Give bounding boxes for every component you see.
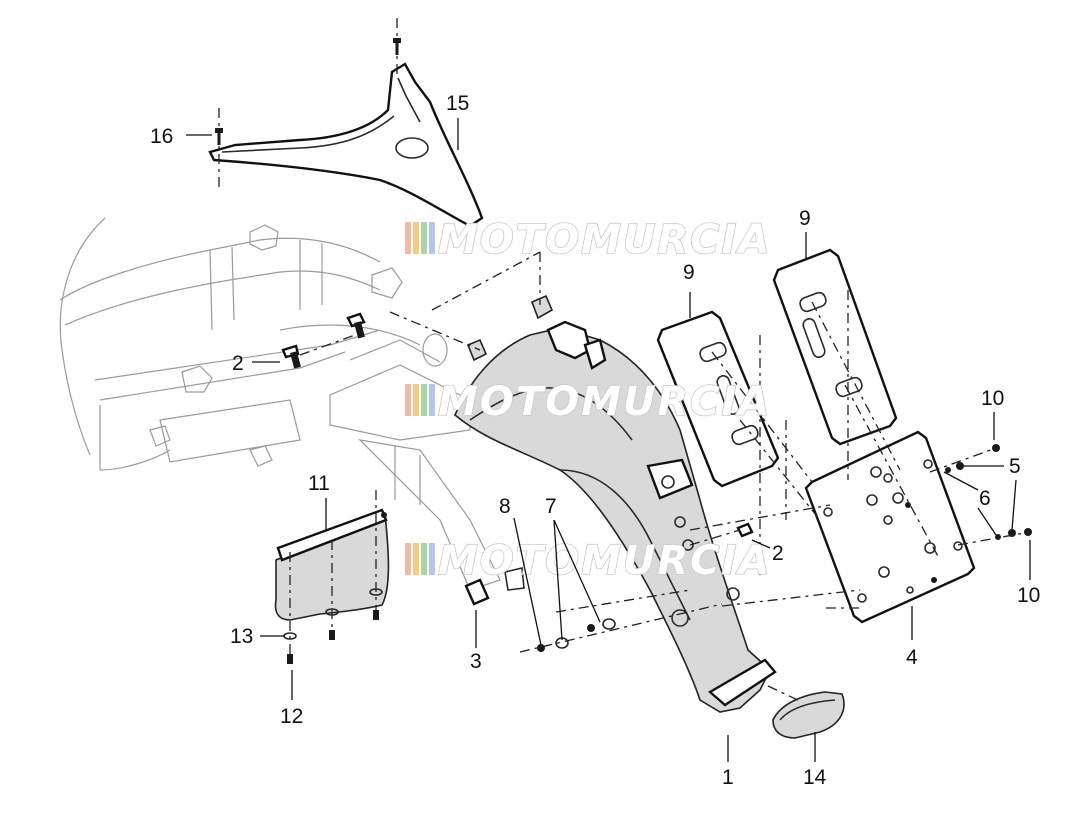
parts-7-8-fasteners bbox=[519, 589, 723, 653]
label-6: 6 bbox=[979, 487, 991, 510]
label-10-bottom: 10 bbox=[1017, 584, 1040, 607]
label-15: 15 bbox=[446, 92, 469, 115]
watermark-logo-3: MOTOMURCIA bbox=[405, 537, 771, 585]
clip-nuts bbox=[389, 251, 554, 362]
screw-15-top bbox=[393, 18, 401, 76]
label-12: 12 bbox=[280, 705, 303, 728]
label-7: 7 bbox=[545, 495, 557, 518]
assembly-lines bbox=[689, 290, 941, 609]
label-8: 8 bbox=[499, 495, 511, 518]
label-9-right: 9 bbox=[799, 207, 811, 230]
screw-16 bbox=[215, 108, 223, 190]
label-16: 16 bbox=[150, 125, 173, 148]
label-5: 5 bbox=[1009, 455, 1021, 478]
part-15-grab-handle bbox=[208, 62, 484, 228]
label-13: 13 bbox=[230, 625, 253, 648]
label-10-top: 10 bbox=[981, 387, 1004, 410]
watermark-logo-2: MOTOMURCIA bbox=[405, 378, 771, 426]
label-4: 4 bbox=[906, 646, 918, 669]
watermark-text-3: MOTOMURCIA bbox=[438, 538, 771, 584]
part-labels: 15 16 2 9 9 10 5 6 10 2 8 7 3 4 11 13 12… bbox=[150, 92, 1040, 789]
label-11: 11 bbox=[308, 472, 330, 495]
part-3-clip bbox=[464, 567, 525, 606]
label-14: 14 bbox=[803, 766, 827, 789]
label-2-right: 2 bbox=[772, 542, 784, 565]
watermark-logo-1: MOTOMURCIA bbox=[405, 216, 771, 264]
part-14-reflector bbox=[767, 685, 845, 739]
label-9-left: 9 bbox=[683, 261, 695, 284]
watermark-text-2: MOTOMURCIA bbox=[438, 379, 771, 425]
part-9-plate-bracket-left bbox=[656, 310, 780, 488]
screws-5-6-10 bbox=[929, 444, 1032, 546]
watermark-text-1: MOTOMURCIA bbox=[438, 217, 771, 263]
bolts-2 bbox=[281, 312, 754, 546]
part-1-rear-fender bbox=[454, 320, 777, 713]
label-3: 3 bbox=[470, 650, 482, 673]
label-2-left: 2 bbox=[232, 352, 244, 375]
label-1: 1 bbox=[722, 766, 734, 789]
leader-lines bbox=[186, 118, 1031, 762]
screws-12-13 bbox=[283, 490, 383, 664]
